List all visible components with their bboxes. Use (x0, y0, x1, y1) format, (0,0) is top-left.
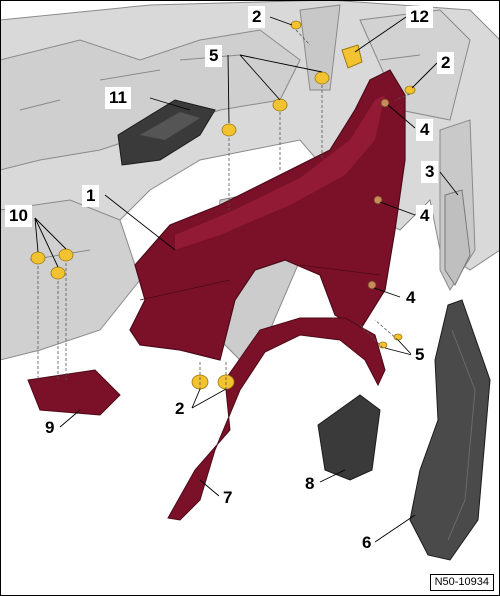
callout-5-low: 5 (411, 344, 429, 366)
clip-5-b (272, 98, 288, 112)
callout-3: 3 (421, 161, 439, 183)
clip-5-a (314, 71, 330, 85)
part-6-panel (409, 299, 491, 561)
callout-2-right: 2 (437, 52, 455, 74)
bolt-4-b (373, 195, 383, 205)
part-3-member (444, 189, 471, 286)
bolt-4-c (367, 280, 377, 290)
callout-9: 9 (41, 417, 59, 439)
callout-12: 12 (406, 6, 433, 28)
part-11-block (117, 99, 216, 166)
callout-4-c: 4 (402, 287, 420, 309)
clip-2-top (290, 20, 302, 30)
bolt-4-a (380, 98, 390, 108)
part-7-arch-liner (167, 317, 386, 521)
callout-11: 11 (105, 87, 131, 109)
callout-4-a: 4 (416, 119, 434, 141)
part-6-edge (447, 329, 476, 541)
callout-6: 6 (358, 532, 376, 554)
clip-5-low-b (393, 333, 403, 341)
callout-5-top: 5 (205, 45, 223, 67)
bolts (367, 98, 390, 290)
clip-2-right (404, 85, 416, 95)
part-8-trim (317, 394, 381, 481)
clip-10-c (50, 266, 66, 280)
leader-lines (34, 16, 459, 543)
reference-code: N50-10934 (429, 574, 494, 591)
clip-5-c (221, 123, 237, 137)
callout-1: 1 (82, 185, 100, 207)
assembly-lines (37, 29, 411, 390)
part-9-bracket (27, 369, 121, 416)
callout-2-top: 2 (248, 6, 266, 28)
callout-4-b: 4 (416, 205, 434, 227)
callout-8: 8 (301, 473, 319, 495)
clip-5-low-a (378, 341, 388, 349)
callout-10: 10 (5, 205, 32, 227)
clip-10-a (30, 251, 46, 265)
callout-7: 7 (219, 487, 237, 509)
clip-10-b (58, 248, 74, 262)
callout-2-low: 2 (171, 398, 189, 420)
